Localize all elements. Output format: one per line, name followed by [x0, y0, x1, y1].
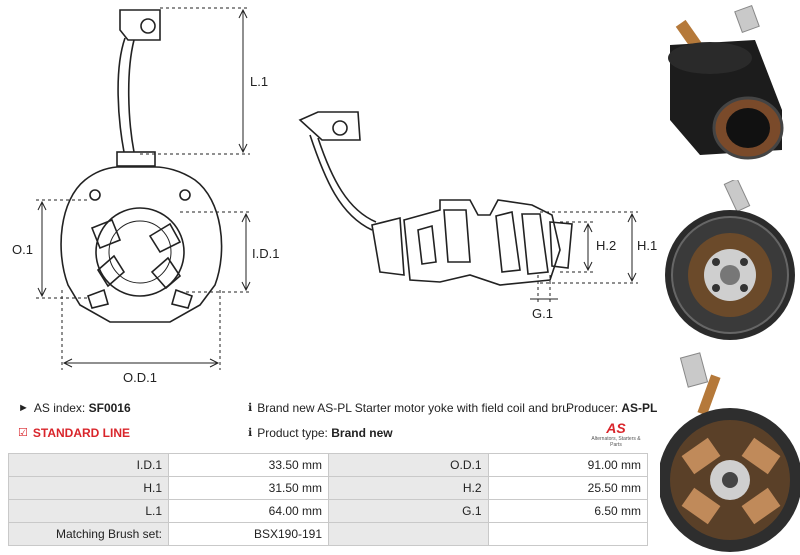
as-logo-tagline: Alternators, Starters & Parts — [591, 436, 641, 448]
product-type-row: ℹ Product type: Brand new — [248, 426, 393, 440]
as-logo-mark: AS — [606, 420, 626, 436]
spec-label — [328, 522, 489, 546]
info-icon: ℹ — [248, 426, 253, 439]
table-row: L.1 64.00 mm G.1 6.50 mm — [7, 499, 649, 523]
standard-line-label: STANDARD LINE — [32, 426, 130, 440]
producer-label: Producer: — [566, 401, 619, 415]
standard-line-row: ☑ STANDARD LINE — [18, 426, 130, 440]
spec-value — [487, 522, 649, 546]
product-type-value: Brand new — [331, 426, 393, 440]
product-photo-yoke — [668, 4, 784, 160]
spec-value: 33.50 mm — [168, 453, 330, 477]
spec-label: H.1 — [7, 476, 170, 500]
producer-value: AS-PL — [621, 401, 658, 415]
spec-label: I.D.1 — [7, 453, 170, 477]
side-view — [298, 111, 573, 286]
dim-label-od1: O.D.1 — [123, 370, 157, 385]
product-description: Brand new AS-PL Starter motor yoke with … — [257, 401, 570, 415]
producer-row: Producer: AS-PL — [566, 401, 657, 415]
checkbox-icon: ☑ — [18, 426, 28, 439]
as-index-value: SF0016 — [88, 401, 131, 415]
front-view-dimensions — [36, 7, 252, 370]
technical-drawing: L.1 O.1 I.D.1 O.D.1 H.2 H.1 G.1 — [12, 7, 657, 385]
specs-table: I.D.1 33.50 mm O.D.1 91.00 mm H.1 31.50 … — [7, 453, 649, 546]
spec-label: L.1 — [7, 499, 170, 523]
spec-value: BSX190-191 — [168, 522, 330, 546]
info-icon: ℹ — [248, 401, 253, 414]
front-view — [60, 9, 223, 323]
product-photo-brushes — [660, 352, 800, 552]
dim-label-h1: H.1 — [637, 238, 657, 253]
spec-label: O.D.1 — [328, 453, 489, 477]
spec-value: 64.00 mm — [168, 499, 330, 523]
spec-label: Matching Brush set: — [7, 522, 170, 546]
dim-label-g1: G.1 — [532, 306, 553, 321]
table-row: Matching Brush set: BSX190-191 — [7, 522, 649, 546]
dim-label-l1: L.1 — [250, 74, 268, 89]
product-photo-top-view — [665, 180, 795, 340]
spec-label: G.1 — [328, 499, 489, 523]
dim-label-o1: O.1 — [12, 242, 33, 257]
spec-label: H.2 — [328, 476, 489, 500]
as-logo: AS Alternators, Starters & Parts — [585, 420, 647, 450]
spec-value: 6.50 mm — [487, 499, 649, 523]
as-index-label: AS index: — [33, 401, 86, 415]
table-row: H.1 31.50 mm H.2 25.50 mm — [7, 476, 649, 500]
dim-label-id1: I.D.1 — [252, 246, 279, 261]
spec-value: 25.50 mm — [487, 476, 649, 500]
product-type-label: Product type: — [257, 426, 328, 440]
as-index-row: ► AS index: SF0016 — [18, 401, 131, 415]
dim-label-h2: H.2 — [596, 238, 616, 253]
spec-value: 31.50 mm — [168, 476, 330, 500]
side-view-dimensions — [530, 211, 638, 305]
description-row: ℹ Brand new AS-PL Starter motor yoke wit… — [248, 401, 570, 415]
spec-value: 91.00 mm — [487, 453, 649, 477]
table-row: I.D.1 33.50 mm O.D.1 91.00 mm — [7, 453, 649, 477]
tag-icon: ► — [18, 401, 29, 414]
